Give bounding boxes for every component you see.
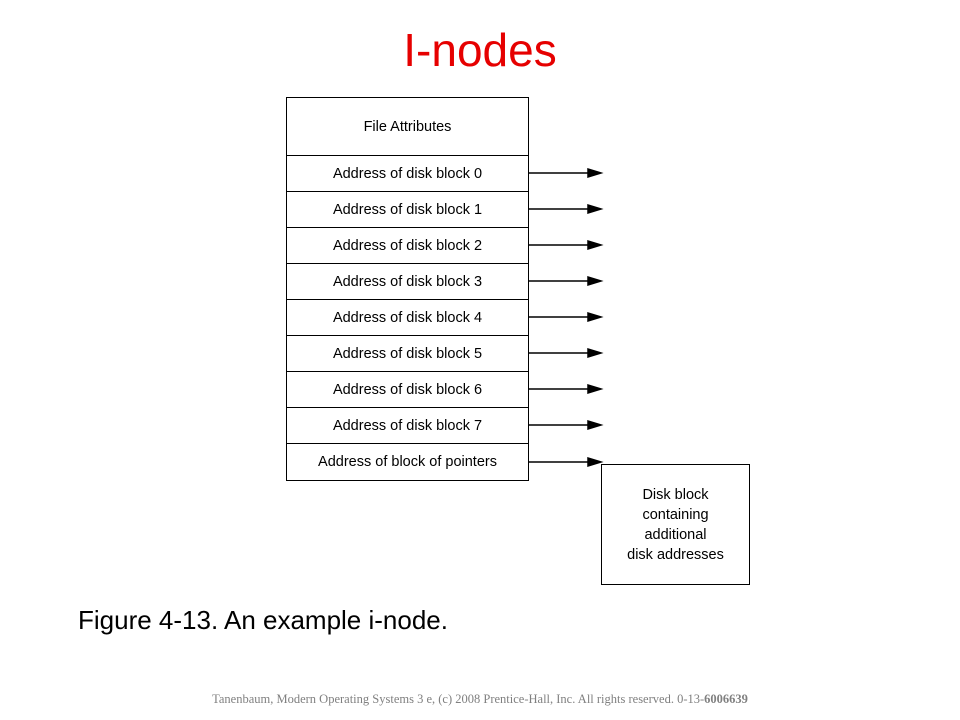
inode-row-label: Address of disk block 5 (332, 345, 483, 362)
indirect-disk-block: Disk block containing additional disk ad… (601, 464, 750, 585)
inode-row-label: Address of disk block 7 (332, 417, 483, 434)
inode-row-label: Address of disk block 6 (332, 381, 483, 398)
footer-text: Tanenbaum, Modern Operating Systems 3 e,… (212, 692, 705, 706)
inode-row-label: Address of disk block 3 (332, 273, 483, 290)
arrow-head-icon (587, 456, 604, 468)
inode-row-label: Address of disk block 1 (332, 201, 483, 218)
arrow-head-icon (587, 419, 604, 431)
arrow-head-icon (587, 239, 604, 251)
inode-row-label: Address of disk block 4 (332, 309, 483, 326)
inode-row-label: Address of block of pointers (318, 454, 497, 470)
inode-row-3: Address of disk block 3 (287, 263, 528, 299)
arrow-head-icon (587, 203, 604, 215)
arrow-head-icon (587, 275, 604, 287)
file-attributes-label: File Attributes (363, 118, 452, 135)
slide-title: I-nodes (403, 24, 557, 76)
inode-row-5: Address of disk block 5 (287, 335, 528, 371)
inode-row-4: Address of disk block 4 (287, 299, 528, 335)
footer-isbn-suffix: 6006639 (704, 692, 748, 706)
inode-row-0: Address of disk block 0 (287, 155, 528, 191)
arrow-head-icon (587, 347, 604, 359)
figure-caption: Figure 4-13. An example i-node. (78, 605, 448, 635)
inode-row-6: Address of disk block 6 (287, 371, 528, 407)
arrow-head-icon (587, 311, 604, 323)
disk-block-line: Disk block (642, 486, 709, 503)
disk-block-line: disk addresses (627, 546, 724, 563)
inode-row-2: Address of disk block 2 (287, 227, 528, 263)
inode-table: File Attributes Address of disk block 0 … (286, 97, 529, 481)
disk-block-line: containing (642, 506, 709, 523)
inode-row-1: Address of disk block 1 (287, 191, 528, 227)
arrow-head-icon (587, 167, 604, 179)
file-attributes-cell: File Attributes (287, 98, 528, 155)
inode-row-label: Address of disk block 2 (332, 237, 483, 254)
disk-block-line: additional (644, 526, 707, 543)
inode-row-pointers: Address of block of pointers (287, 443, 528, 480)
inode-row-7: Address of disk block 7 (287, 407, 528, 443)
arrow-head-icon (587, 383, 604, 395)
inode-row-label: Address of disk block 0 (332, 165, 483, 182)
copyright-footer: Tanenbaum, Modern Operating Systems 3 e,… (0, 692, 960, 707)
